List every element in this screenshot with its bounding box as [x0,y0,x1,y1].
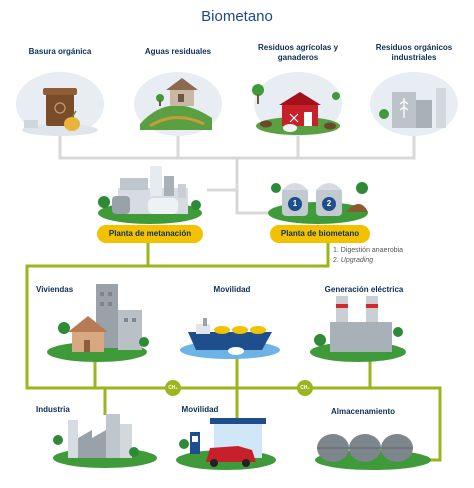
industry-illustration [53,414,157,468]
ship-illustration [180,318,280,359]
methanation-plant-illustration [98,166,202,224]
storage-tanks-illustration [315,434,431,470]
tank-number-1: 1 [292,199,298,208]
use-label-storage: Almacenamiento [330,407,396,416]
use-label-mobility-bottom: Movilidad [181,405,219,414]
use-label-mobility-top: Movilidad [213,285,251,294]
source-label-organic-waste: Basura orgánica [28,47,92,56]
source-label-agri-line2: ganaderos [277,53,319,62]
use-label-housing: Viviendas [36,285,74,294]
process-steps: 1. Digestión anaerobia 2. Upgrading [333,246,403,266]
process-step-2-number: 2. [333,257,339,264]
source-label-agri-line1: Residuos agrícolas y [257,43,339,52]
tank-number-2: 2 [326,199,332,208]
biomethane-plant-illustration [268,182,368,224]
source-label-industrial-line2: industriales [391,53,437,62]
source-label-industrial-line1: Residuos orgánicos [375,43,453,52]
methanation-plant-pill: Planta de metanación [97,225,203,243]
source-label-wastewater: Aguas residuales [144,47,212,56]
use-label-industry: Industria [36,405,70,414]
agri-livestock-illustration [252,72,342,136]
power-plant-illustration [310,296,406,362]
ch4-badge-left: CH₄ [165,380,181,396]
organic-waste-illustration [16,72,104,136]
industrial-waste-illustration [370,72,458,136]
process-step-1: 1. Digestión anaerobia [333,247,404,254]
wastewater-illustration [134,72,222,136]
ch4-badge-right: CH₄ [297,380,313,396]
collection-pipes [58,135,416,215]
process-step-2: 2. Upgrading [333,256,403,266]
source-label-industrial: Residuos orgánicos industriales [362,43,466,63]
station-illustration [176,418,276,470]
housing-illustration [47,284,149,362]
source-label-agri-livestock: Residuos agrícolas y ganaderos [244,43,352,63]
process-step-2-text: Upgrading [340,257,374,264]
biomethane-plant-pill: Planta de biometano [270,225,370,243]
diagram-title: Biometano [201,8,273,25]
use-label-power: Generación eléctrica [324,285,404,294]
